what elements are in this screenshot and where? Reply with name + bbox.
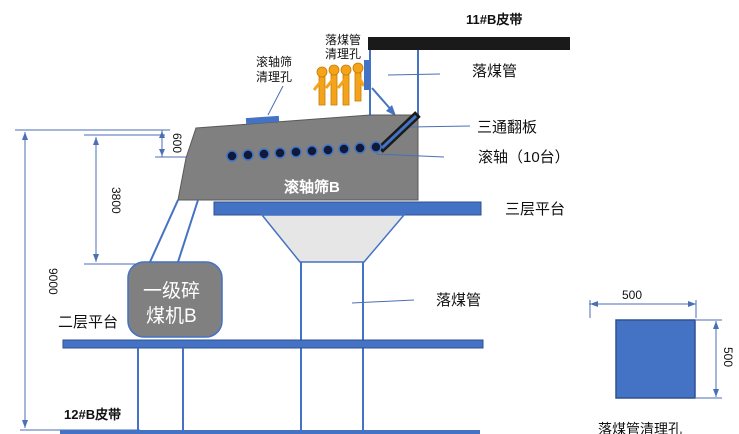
- floor-2-label: 二层平台: [58, 314, 118, 331]
- roller-screen-label: 滚轴筛B: [284, 178, 340, 196]
- dim-500-h-label: 500: [721, 347, 735, 367]
- crusher-outlet: [137, 348, 184, 430]
- dim-3800: [84, 134, 165, 265]
- floor-3-platform: [213, 201, 482, 216]
- bottom-caption: 落煤管清理孔: [598, 421, 682, 434]
- dim-500-w-label: 500: [622, 288, 642, 302]
- roller-hole-label-2: 清理孔: [256, 70, 292, 84]
- roller-screen-body: [177, 114, 419, 201]
- roller-leader: [375, 153, 445, 158]
- dim-3800-label: 3800: [109, 187, 123, 214]
- three-way-label: 三通翻板: [477, 118, 537, 136]
- pipe-hole-label-1: 落煤管: [325, 32, 361, 47]
- dim-600-label: 600: [170, 133, 184, 153]
- top-pipe-leader: [387, 73, 441, 76]
- funnel: [260, 214, 406, 263]
- dim-500-w: [589, 300, 697, 318]
- pipe-hole-label-2: 清理孔: [325, 47, 361, 61]
- belt-11-label: 11#B皮带: [466, 12, 522, 27]
- three-way-leader: [409, 125, 471, 128]
- top-pipe-label: 落煤管: [472, 63, 517, 80]
- dim-500-h: [696, 319, 722, 399]
- crusher-body: [127, 261, 223, 338]
- belt-12: [60, 430, 480, 434]
- pipe-section-square: [615, 319, 696, 399]
- worker-figures-icon: [312, 62, 366, 106]
- crusher-chute: [149, 199, 199, 263]
- belt-11: [368, 37, 570, 50]
- crusher-label-1: 一级碎: [143, 280, 200, 302]
- three-way-flap-inner: [380, 114, 418, 150]
- floor-2-platform: [62, 339, 484, 349]
- roller-axis-label: 滚轴（10台）: [478, 149, 570, 166]
- roller-hole-plate: [245, 115, 280, 125]
- dim-9000-label: 9000: [46, 268, 60, 295]
- top-coal-pipe: [369, 50, 419, 115]
- rollers: [226, 141, 382, 162]
- pipe-hole-plate: [364, 60, 370, 90]
- mid-pipe-label: 落煤管: [436, 292, 481, 309]
- floor-3-label: 三层平台: [505, 201, 565, 218]
- crusher-label-2: 煤机B: [146, 305, 197, 327]
- belt-12-label: 12#B皮带: [64, 407, 121, 422]
- roller-hole-label-1: 滚轴筛: [256, 54, 292, 69]
- mid-pipe-leader: [351, 299, 415, 304]
- roller-hole-leader: [267, 85, 284, 116]
